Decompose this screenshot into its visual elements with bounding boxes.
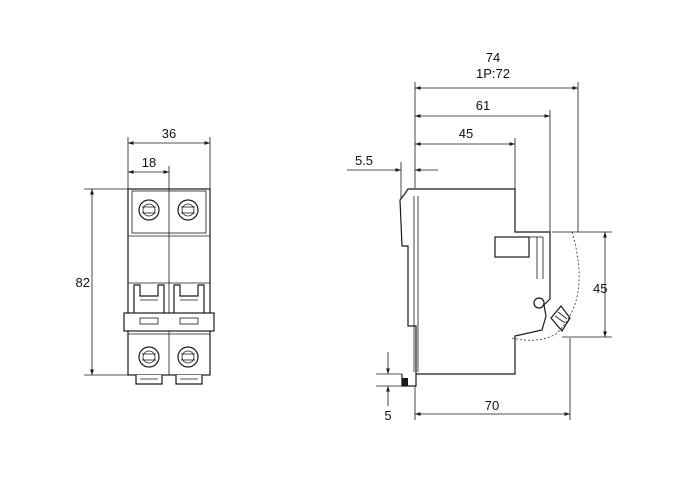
- dim-label-5-5: 5.5: [355, 153, 373, 168]
- rail-clip-right: [175, 375, 203, 385]
- rail-clip-left: [135, 375, 163, 385]
- dimension-depth-45: 45: [415, 126, 516, 189]
- side-view: 74 1P:72 61 45 5.5 45: [347, 50, 612, 423]
- reset-hole-icon: [533, 297, 545, 309]
- dim-label-74: 74: [486, 50, 500, 65]
- dimension-width-36: 36: [127, 126, 211, 189]
- screw-icon-top-left: [138, 199, 160, 221]
- dim-label-36: 36: [162, 126, 176, 141]
- screw-icon-bottom-left: [138, 346, 160, 368]
- handle-bar: [123, 312, 215, 332]
- front-view: 36 18 82: [76, 126, 215, 385]
- dim-label-45-vertical: 45: [593, 281, 607, 296]
- screw-icon-bottom-right: [177, 346, 199, 368]
- dimension-rail-5: 5: [376, 352, 402, 423]
- toggle-swing-arc: [511, 231, 580, 341]
- handle-slot-right: [179, 317, 199, 325]
- dim-label-82: 82: [76, 275, 90, 290]
- dim-label-5: 5: [384, 408, 391, 423]
- dimension-depth-74: 74 1P:72: [414, 50, 579, 232]
- dimension-offset-5-5: 5.5: [347, 153, 438, 199]
- dim-label-70: 70: [485, 398, 499, 413]
- dimension-height-82: 82: [76, 188, 128, 376]
- dimension-base-70: 70: [414, 338, 571, 420]
- dim-label-1p72: 1P:72: [476, 66, 510, 81]
- handle-slot-left: [139, 317, 159, 325]
- dim-label-61: 61: [476, 98, 490, 113]
- toggle-knob-icon: [550, 305, 571, 333]
- rail-foot-block: [402, 378, 408, 386]
- screw-icon-top-right: [177, 199, 199, 221]
- dimension-depth-61: 61: [415, 98, 551, 232]
- dim-label-45-horizontal: 45: [459, 126, 473, 141]
- label-window: [494, 236, 530, 258]
- dim-label-18: 18: [142, 155, 156, 170]
- dimension-width-18: 18: [128, 155, 170, 189]
- dimension-height-45: 45: [552, 231, 612, 338]
- upper-terminal-block: [131, 190, 207, 234]
- side-body-outline: [399, 188, 551, 375]
